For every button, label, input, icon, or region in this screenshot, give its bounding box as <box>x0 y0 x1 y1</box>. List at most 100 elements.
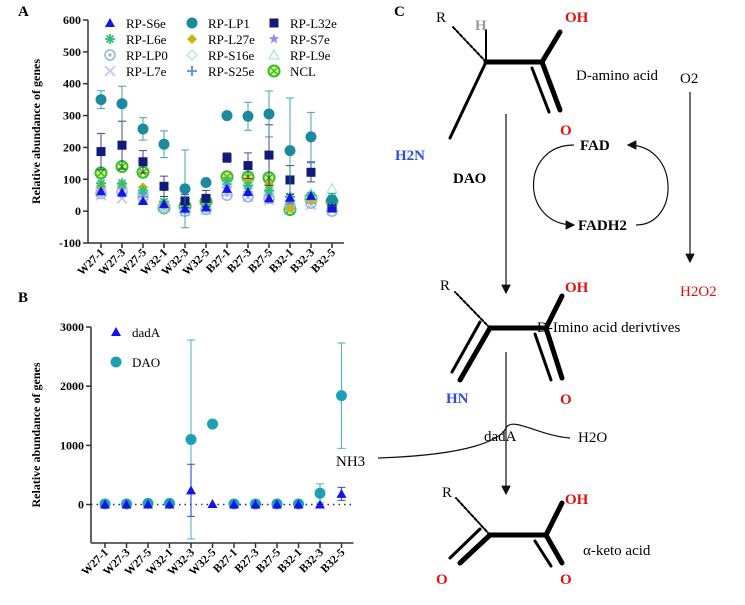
data-point <box>285 192 295 202</box>
data-point <box>186 485 196 495</box>
y-tick-label: 500 <box>63 45 81 59</box>
h2n-label: H2N <box>395 148 425 164</box>
y-tick-label: 2000 <box>60 379 84 393</box>
legend-item: dadA <box>111 325 161 340</box>
data-point <box>100 499 110 509</box>
data-point <box>96 147 106 157</box>
data-point <box>159 199 169 209</box>
y-tick-label: 0 <box>75 204 81 218</box>
data-point <box>117 178 127 189</box>
data-point <box>164 499 175 509</box>
x-tick-label: B32-5 <box>319 546 348 575</box>
legend-marker <box>105 18 115 27</box>
o-label-1: O <box>560 123 572 139</box>
legend-label: RP-L9e <box>290 48 331 63</box>
fadh2-label: FADH2 <box>578 218 627 234</box>
data-point <box>207 418 218 430</box>
data-point <box>325 182 339 194</box>
r-group-3: R <box>442 485 452 501</box>
y-axis-label: Relative abundance of genes <box>29 362 43 507</box>
r-group-1: R <box>436 10 446 26</box>
data-point <box>117 140 127 150</box>
data-point <box>293 499 304 509</box>
legend-label: NCL <box>290 64 316 79</box>
legend-item: RP-S25e <box>187 64 254 79</box>
legend-marker <box>186 17 198 29</box>
data-point <box>117 187 127 197</box>
data-point <box>336 390 347 402</box>
y-tick-label: -100 <box>59 236 81 250</box>
legend-label: RP-L27e <box>208 32 255 47</box>
fad-label: FAD <box>580 138 610 154</box>
legend-item: RP-LP1 <box>186 16 250 31</box>
legend-item: RP-LP0 <box>104 48 168 63</box>
oh-label-1: OH <box>565 10 589 26</box>
series-rp-l6e <box>96 175 337 213</box>
data-point <box>137 123 149 135</box>
data-point <box>285 202 295 213</box>
x-tick-label: B32-5 <box>309 246 338 275</box>
oh-label-3: OH <box>565 492 589 508</box>
series-rp-s7e <box>95 180 338 213</box>
legend-label: RP-S16e <box>208 48 254 63</box>
data-point <box>207 498 218 508</box>
data-point <box>185 433 197 445</box>
o-label-2: O <box>560 392 572 408</box>
data-point <box>138 185 148 196</box>
data-point <box>201 193 211 203</box>
legend-label: RP-S6e <box>126 16 166 31</box>
data-point <box>272 499 282 509</box>
data-point <box>264 185 274 196</box>
legend-label: RP-LP0 <box>126 48 168 63</box>
data-point <box>264 193 274 203</box>
y-tick-label: 200 <box>63 140 81 154</box>
pathway-diagram: R H OH O H2N D-amino acid O2 FAD FADH2 D… <box>336 10 717 588</box>
y-tick-label: 1000 <box>60 438 84 452</box>
legend-item: NCL <box>267 64 316 79</box>
imino-acid-label: D-Imino acid derivtives <box>537 320 680 336</box>
legend-item: RP-S7e <box>268 32 330 47</box>
keto-acid-label: α-keto acid <box>583 543 651 559</box>
keto-acid-structure <box>448 497 565 568</box>
data-point <box>250 499 261 509</box>
legend-marker <box>104 49 116 61</box>
r-group-2: R <box>440 278 450 294</box>
series-rp-l27e <box>96 174 337 213</box>
data-point <box>121 499 132 509</box>
h2o-label: H2O <box>578 430 607 446</box>
data-point <box>243 161 253 171</box>
data-point <box>96 186 106 196</box>
legend-marker <box>105 34 115 44</box>
series-rp-l9e <box>94 174 339 213</box>
data-point <box>158 138 170 150</box>
data-point <box>264 150 274 160</box>
data-point <box>284 145 296 157</box>
data-point-cross <box>97 169 105 177</box>
data-point <box>222 175 232 186</box>
legend-label: RP-S7e <box>290 32 330 47</box>
series-ncl <box>94 160 339 217</box>
legend-label: RP-S25e <box>208 64 254 79</box>
legend-label: RP-L7e <box>126 64 167 79</box>
data-point <box>315 499 325 509</box>
data-point <box>200 176 212 188</box>
y-tick-label: 400 <box>63 77 81 91</box>
y-tick-label: 300 <box>63 109 81 123</box>
legend-marker <box>267 48 281 60</box>
data-point <box>326 194 338 206</box>
panel-label-c: C <box>394 4 405 20</box>
legend-marker-inner <box>108 53 112 57</box>
data-point <box>116 98 128 110</box>
legend-item: RP-L27e <box>187 32 255 47</box>
legend-item: RP-L9e <box>267 48 331 63</box>
data-point <box>242 110 254 122</box>
series-rp-s6e <box>96 183 337 213</box>
data-point <box>305 131 317 143</box>
data-point <box>222 183 232 193</box>
panel-label-a: A <box>18 4 29 20</box>
dao-label: DAO <box>453 171 486 187</box>
data-point <box>263 108 275 120</box>
legend-marker <box>110 356 122 368</box>
